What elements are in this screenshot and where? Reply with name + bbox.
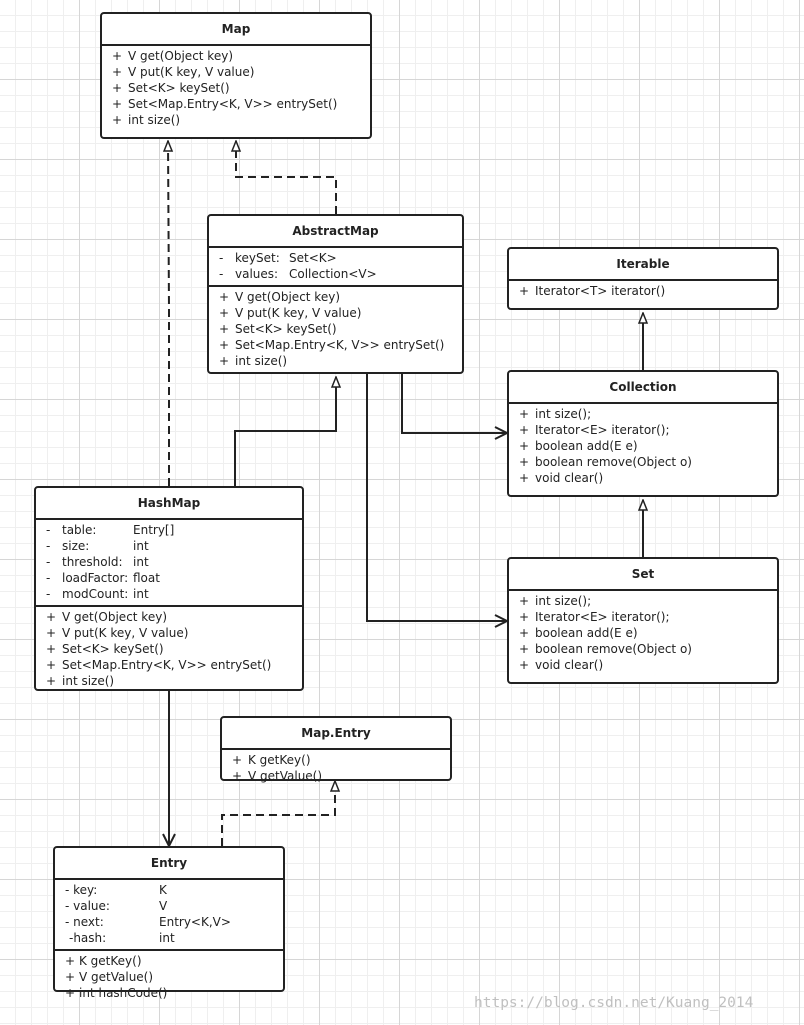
field-row: -threshold:int [46,555,149,569]
method-row: +int size() [112,113,181,127]
method-row: +Iterator<T> iterator() [519,284,666,298]
field-row: -hash:int [69,931,175,945]
methods-section: +V get(Object key) +V put(K key, V value… [102,44,370,131]
method-row: +void clear() [519,471,604,485]
method-row: +Set<K> keySet() [219,322,337,336]
method-row: +void clear() [519,658,604,672]
class-title: HashMap [137,496,201,510]
methods-section: +Iterator<T> iterator() [509,279,777,302]
method-row: +V get(Object key) [112,49,233,63]
method-row: +V get(Object key) [219,290,340,304]
class-title: Map [221,22,251,36]
method-row: +int size() [46,674,115,688]
method-row: +boolean remove(Object o) [519,642,692,656]
method-row: +int size(); [519,594,592,608]
field-row: - value:V [65,899,168,913]
mapentry-class-box[interactable]: Map.Entry +K getKey() +V getValue() [220,716,452,783]
abstractmap-to-collection-arrow [401,374,507,433]
method-row: +boolean add(E e) [519,626,638,640]
method-row: +Iterator<E> iterator(); [519,610,670,624]
method-row: +V getValue() [232,769,323,783]
field-row: -table:Entry[] [46,523,175,537]
method-row: +Set<Map.Entry<K, V>> entrySet() [112,97,338,111]
method-row: +int size() [219,354,288,368]
class-title: Set [631,567,655,581]
watermark: https://blog.csdn.net/Kuang_2014 [474,995,754,1011]
field-row: -keySet:Set<K> [219,251,337,265]
entry-class-box[interactable]: Entry - key:K - value:V - next:Entry<K,V… [53,846,285,1000]
method-row: +boolean add(E e) [519,439,638,453]
field-row: - next:Entry<K,V> [65,915,231,929]
method-row: +K getKey() [65,954,142,968]
method-row: +V put(K key, V value) [219,306,362,320]
set-class-box[interactable]: Set +int size(); +Iterator<E> iterator()… [507,557,779,684]
method-row: +Set<K> keySet() [46,642,164,656]
hashmap-class-box[interactable]: HashMap -table:Entry[] -size:int -thresh… [34,486,304,691]
abstractmap-class-box[interactable]: AbstractMap -keySet:Set<K> -values:Colle… [207,214,464,374]
methods-section: +int size(); +Iterator<E> iterator(); +b… [509,402,777,489]
class-title: Iterable [616,257,670,271]
class-title: Map.Entry [301,726,371,740]
class-title: AbstractMap [292,224,379,238]
method-row: +Set<K> keySet() [112,81,230,95]
method-row: +V get(Object key) [46,610,167,624]
methods-section: +int size(); +Iterator<E> iterator(); +b… [509,589,777,676]
method-row: +V put(K key, V value) [112,65,255,79]
class-title: Entry [150,856,188,870]
method-row: +Iterator<E> iterator(); [519,423,670,437]
field-row: - key:K [65,883,167,897]
methods-section: +K getKey() +V getValue() [222,748,450,787]
abstractmap-realizes-map-arrow [236,141,337,214]
fields-section: -table:Entry[] -size:int -threshold:int … [36,518,302,605]
method-row: +int hashCode() [65,986,168,1000]
fields-section: -keySet:Set<K> -values:Collection<V> [209,246,462,285]
method-row: +boolean remove(Object o) [519,455,692,469]
entry-realizes-mapentry-arrow [221,781,335,846]
method-row: +int size(); [519,407,592,421]
method-row: +V put(K key, V value) [46,626,189,640]
method-row: +V getValue() [65,970,154,984]
iterable-class-box[interactable]: Iterable +Iterator<T> iterator() [507,247,779,310]
abstractmap-to-set-arrow [366,374,507,621]
field-row: -values:Collection<V> [219,267,377,281]
methods-section: +V get(Object key) +V put(K key, V value… [209,285,462,372]
field-row: -size:int [46,539,149,553]
method-row: +Set<Map.Entry<K, V>> entrySet() [46,658,272,672]
map-class-box[interactable]: Map +V get(Object key) +V put(K key, V v… [100,12,372,139]
methods-section: +V get(Object key) +V put(K key, V value… [36,605,302,692]
method-row: +Set<Map.Entry<K, V>> entrySet() [219,338,445,352]
methods-section: +K getKey() +V getValue() +int hashCode(… [55,949,283,1004]
collection-class-box[interactable]: Collection +int size(); +Iterator<E> ite… [507,370,779,497]
class-title: Collection [609,380,677,394]
method-row: +K getKey() [232,753,311,767]
field-row: -modCount:int [46,587,149,601]
field-row: -loadFactor:float [46,571,160,585]
fields-section: - key:K - value:V - next:Entry<K,V> -has… [55,878,283,949]
hashmap-realizes-map-arrow [168,141,169,486]
hashmap-extends-abstractmap-arrow [234,377,336,486]
